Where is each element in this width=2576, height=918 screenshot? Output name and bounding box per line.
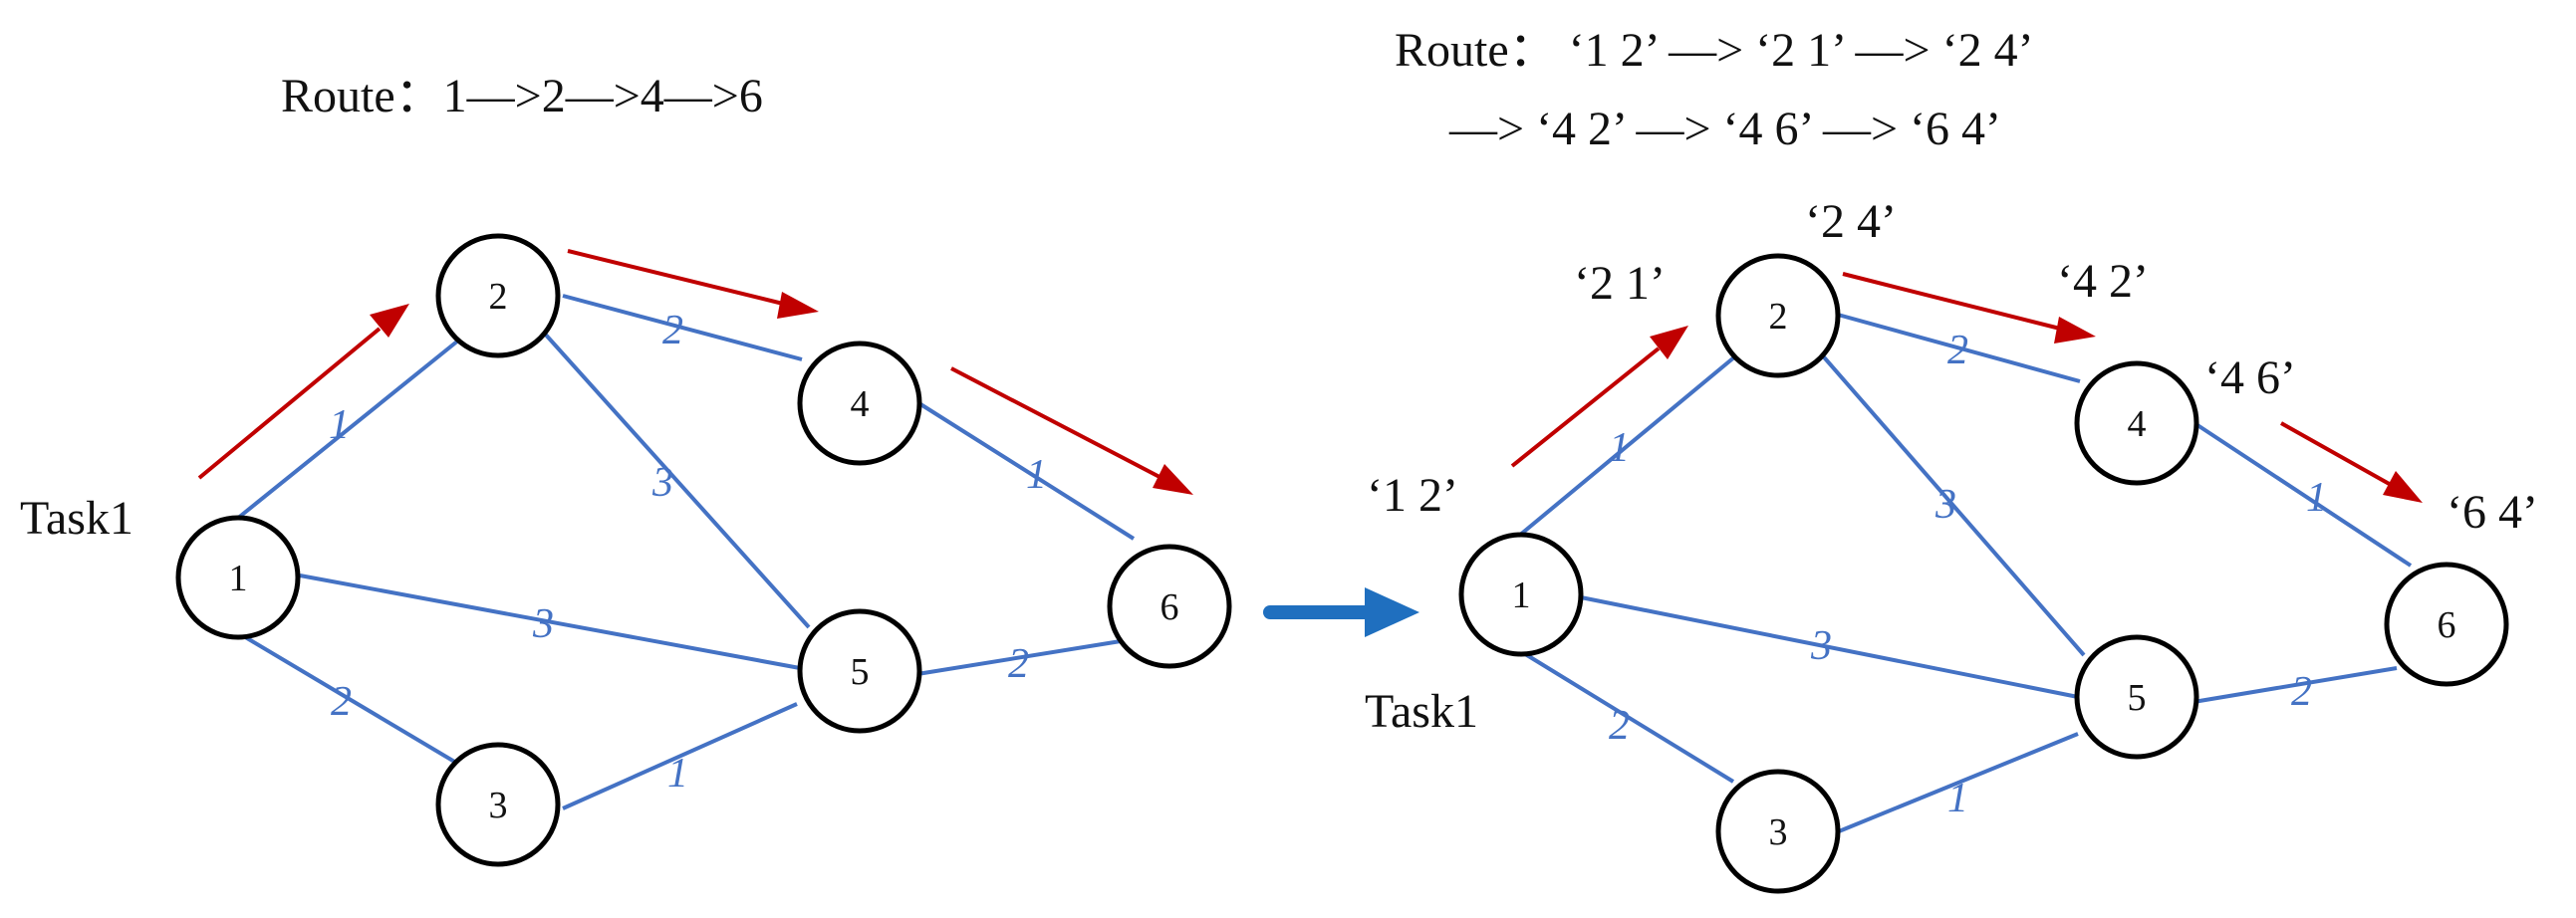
right-edge-4-6 [2192,421,2413,568]
left-node-5 [797,608,922,734]
right-node-1-label: 1 [1512,574,1531,616]
right-nodes: 1 2 3 4 5 6 [1458,253,2509,894]
left-node-3-label: 3 [489,785,508,826]
left-route-text: Route：1—>2—>4—>6 [281,70,763,122]
left-edge-2-5 [541,330,811,629]
right-edge-5-6 [2192,666,2398,704]
left-weight-1-3: 2 [331,679,352,725]
right-edge-3-5 [1838,732,2079,833]
right-state-labels: ‘1 2’ ‘2 1’ ‘2 4’ ‘4 2’ ‘4 6’ ‘6 4’ [1367,195,2538,539]
left-node-3 [435,742,561,867]
right-weight-3-5: 1 [1947,776,1968,821]
right-route-arrow-2-4 [1842,272,2061,331]
right-weight-2-5: 3 [1934,482,1956,528]
state-label-2-1: ‘2 1’ [1574,257,1666,310]
left-edge-1-5 [299,574,801,670]
right-node-4 [2074,360,2199,486]
right-node-6-label: 6 [2438,604,2456,646]
left-route-arrow-2-4 [567,249,784,306]
right-weight-2-4: 2 [1947,328,1968,373]
left-task-label: Task1 [20,492,133,545]
left-weight-5-6: 2 [1008,641,1029,687]
right-edge-1-3 [1520,650,1735,784]
left-route-arrow-4-6 [950,366,1162,480]
state-label-2-4: ‘2 4’ [1805,195,1897,248]
left-node-1-label: 1 [229,558,248,599]
right-arrowhead-2-4 [2054,317,2096,344]
right-route-arrow-4-6 [2280,421,2394,488]
right-node-6 [2384,562,2509,687]
right-arrowhead-4-6 [2383,471,2423,503]
right-node-2-label: 2 [1769,296,1788,338]
left-weight-4-6: 1 [1026,452,1047,498]
left-weight-2-4: 2 [662,308,683,353]
left-node-5-label: 5 [851,651,870,693]
right-route-arrows [1510,272,2423,503]
left-edge-3-5 [562,702,798,810]
right-weight-1-5: 3 [1810,623,1832,669]
left-route-arrow-1-2 [197,327,382,480]
left-node-4 [797,341,922,466]
right-node-3-label: 3 [1769,811,1788,853]
right-route-line1: Route： ‘1 2’ —> ‘2 1’ —> ‘2 4’ [1395,24,2034,77]
left-nodes: 1 2 3 4 5 6 [175,233,1232,867]
right-arrowhead-1-2 [1650,326,1688,359]
state-label-1-2: ‘1 2’ [1367,469,1458,522]
right-edge-2-5 [1817,349,2086,657]
right-route-arrow-1-2 [1510,346,1661,468]
right-edges [1517,313,2413,833]
right-route-line2: —> ‘4 2’ —> ‘4 6’ —> ‘6 4’ [1448,103,2001,155]
right-node-5 [2074,634,2199,760]
left-graph: Route：1—>2—>4—>6 1 3 2 2 3 1 1 2 [20,70,1232,867]
right-node-5-label: 5 [2128,677,2147,719]
left-arrowhead-2-4 [777,292,819,319]
right-edge-1-5 [1580,595,2079,699]
left-edge-4-6 [915,400,1136,541]
state-label-4-2: ‘4 2’ [2057,255,2149,308]
left-route-arrows [197,249,1193,495]
left-weight-2-5: 3 [651,460,673,506]
left-node-4-label: 4 [851,383,870,425]
transition-arrowhead [1365,587,1419,637]
left-edge-1-2 [235,339,460,521]
state-label-6-4: ‘6 4’ [2447,486,2538,539]
left-edge-weights: 1 3 2 2 3 1 1 2 [329,308,1047,797]
right-graph: Route： ‘1 2’ —> ‘2 1’ —> ‘2 4’ —> ‘4 2’ … [1365,24,2538,894]
right-edge-1-2 [1517,354,1737,538]
left-node-6 [1107,544,1232,669]
left-node-1 [175,515,301,640]
left-edge-5-6 [916,639,1122,676]
left-node-2 [435,233,561,358]
right-edge-weights: 1 3 2 2 3 1 1 2 [1609,328,2327,821]
right-task-label: Task1 [1365,685,1478,738]
right-edge-2-4 [1837,313,2081,383]
left-arrowhead-4-6 [1153,464,1193,495]
transition-arrow [1263,587,1419,637]
state-label-4-6: ‘4 6’ [2204,351,2296,404]
right-node-3 [1715,769,1841,894]
left-weight-1-2: 1 [329,402,350,448]
left-node-2-label: 2 [489,276,508,318]
right-weight-4-6: 1 [2306,475,2327,521]
right-node-2 [1715,253,1841,378]
left-arrowhead-1-2 [370,304,409,338]
left-node-6-label: 6 [1160,586,1179,628]
right-weight-5-6: 2 [2291,669,2312,715]
left-weight-3-5: 1 [667,751,688,797]
left-edges [235,294,1136,810]
left-edge-2-4 [562,294,803,361]
right-node-1 [1458,532,1584,657]
right-weight-1-3: 2 [1609,703,1630,749]
right-weight-1-2: 1 [1609,425,1630,471]
right-node-4-label: 4 [2128,403,2147,445]
left-weight-1-5: 3 [532,601,554,647]
left-edge-1-3 [235,630,458,765]
